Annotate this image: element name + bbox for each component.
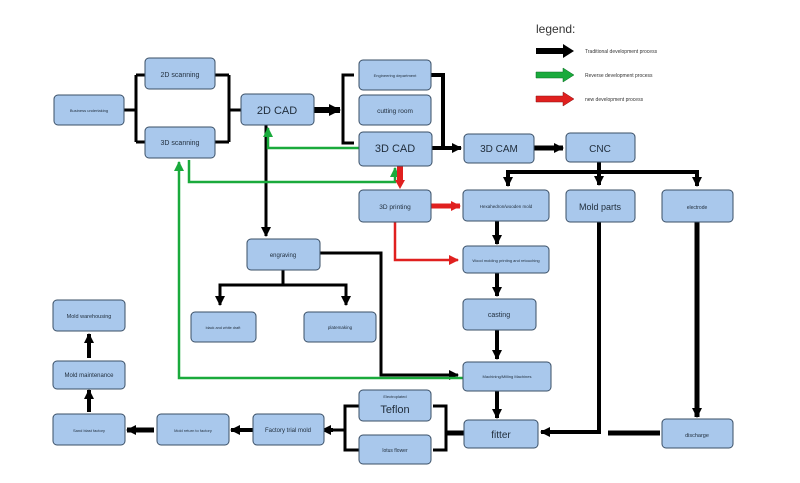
node-factory-trial-label: Factory trial mold (265, 428, 311, 434)
node-hexahedron-mold-label: Hexahedron/wooden mold (480, 204, 533, 209)
node-platemaking-label: platemaking (328, 325, 353, 330)
connector-engraving-to-draft (215, 270, 285, 306)
node-business-undertaking[interactable]: Business undertaking (53, 94, 125, 126)
legend-arrow-reverse (535, 67, 575, 83)
node-black-white-draft[interactable]: black and white draft (190, 311, 257, 343)
node-fitter-label: fitter (491, 430, 511, 441)
node-electrode[interactable]: electrode (661, 189, 734, 223)
legend-label-traditional: Traditional development process (585, 49, 658, 55)
node-mold-return-label: Mold return to factory (174, 428, 212, 433)
node-electrode-label: electrode (687, 205, 708, 211)
node-business-undertaking-label: Business undertaking (70, 108, 108, 113)
connector-engineering-down (431, 73, 445, 148)
node-mold-maintenance-label: Mold maintenance (64, 373, 114, 379)
node-3d-scanning[interactable]: 3D scanning (144, 126, 216, 159)
node-fitter[interactable]: fitter (463, 419, 539, 449)
node-discharge-label: discharge (685, 433, 709, 439)
connector-cnc-to-hexahedron (503, 170, 599, 187)
node-hexahedron-mold[interactable]: Hexahedron/wooden mold (462, 189, 550, 222)
node-lotus-flower-label: lotus flower (382, 448, 408, 454)
new-printing-to-wood (393, 222, 459, 265)
legend: legend: Traditional development process … (535, 22, 658, 107)
node-lotus-flower[interactable]: lotus flower (358, 434, 432, 465)
legend-title: legend: (536, 22, 575, 36)
node-mold-warehousing[interactable]: Mold warehousing (52, 299, 126, 332)
node-casting-label: casting (488, 312, 510, 319)
node-sand-blast-label: Sand blast factory (73, 428, 105, 433)
node-casting[interactable]: casting (462, 298, 537, 331)
legend-arrow-traditional (536, 44, 574, 58)
node-sand-blast[interactable]: Sand blast factory (52, 413, 126, 446)
node-mold-maintenance[interactable]: Mold maintenance (52, 360, 126, 390)
node-machining[interactable]: Machining/Milling Machines (462, 361, 552, 392)
reverse-3dscan-to-3dcad (187, 160, 400, 184)
node-mold-return[interactable]: Mold return to factory (156, 413, 230, 446)
legend-arrow-new (535, 91, 575, 107)
node-3d-printing-label: 3D printing (379, 204, 411, 211)
legend-label-new: new development process (585, 97, 644, 103)
node-mold-parts-label: Mold parts (579, 202, 622, 212)
node-3d-scanning-label: 3D scanning (161, 140, 200, 147)
node-3d-cam-label: 3D CAM (480, 144, 518, 155)
node-cnc[interactable]: CNC (565, 132, 636, 163)
node-cutting-room-label: cutting room (377, 108, 413, 115)
brace-bracket (341, 73, 354, 145)
node-mold-warehousing-label: Mold warehousing (67, 314, 112, 320)
boxes: Business undertaking 2D scanning 3D scan… (52, 57, 734, 465)
reverse-3dcad-to-2dcad (263, 127, 359, 150)
node-black-white-draft-label: black and white draft (206, 326, 242, 330)
node-machining-label: Machining/Milling Machines (483, 374, 532, 379)
connector-engraving-to-machining (320, 251, 459, 380)
node-engraving-label: engraving (270, 253, 296, 259)
node-2d-cad[interactable]: 2D CAD (240, 93, 315, 126)
brace-surface-treatment (433, 404, 448, 452)
new-3dcad-to-printing-head (395, 180, 405, 189)
connector-moldparts-to-fitter (540, 222, 601, 437)
reverse-machining-to-3dscan (174, 161, 463, 380)
node-discharge[interactable]: discharge (661, 418, 734, 449)
node-3d-cad-label: 3D CAD (375, 143, 415, 155)
node-3d-cad[interactable]: 3D CAD (358, 131, 433, 167)
node-2d-scanning-label: 2D scanning (161, 72, 200, 79)
node-wood-molding-label: Wood molding printing and retouching (472, 258, 539, 263)
node-mold-parts[interactable]: Mold parts (565, 189, 636, 223)
node-engineering-department[interactable]: Engineering department (358, 59, 432, 91)
node-factory-trial[interactable]: Factory trial mold (252, 413, 325, 446)
node-2d-scanning[interactable]: 2D scanning (144, 57, 216, 90)
connector-scanning-to-2dcad (215, 73, 241, 144)
node-electroplated-label: Electroplated (383, 394, 406, 399)
connector-engraving-to-platemaking (283, 283, 351, 306)
connectors (84, 73, 702, 452)
node-cutting-room[interactable]: cutting room (358, 94, 432, 126)
node-cnc-label: CNC (589, 144, 611, 155)
connector-cnc-to-electrode (599, 170, 702, 187)
brace-surface-left (333, 404, 359, 452)
node-engraving[interactable]: engraving (246, 238, 321, 271)
node-teflon[interactable]: Electroplated Teflon (358, 389, 432, 422)
connector-business-to-scanning (124, 73, 145, 144)
node-2d-cad-label: 2D CAD (257, 105, 297, 117)
node-3d-cam[interactable]: 3D CAM (463, 133, 535, 164)
legend-label-reverse: Reverse development process (585, 73, 653, 79)
node-engineering-department-label: Engineering department (374, 73, 418, 78)
node-wood-molding[interactable]: Wood molding printing and retouching (462, 245, 550, 274)
legend-item-reverse: Reverse development process (535, 67, 653, 83)
node-platemaking[interactable]: platemaking (303, 311, 377, 343)
node-3d-printing[interactable]: 3D printing (358, 189, 432, 223)
node-teflon-label: Teflon (380, 404, 409, 416)
legend-item-traditional: Traditional development process (536, 44, 658, 58)
legend-item-new: new development process (535, 91, 644, 107)
